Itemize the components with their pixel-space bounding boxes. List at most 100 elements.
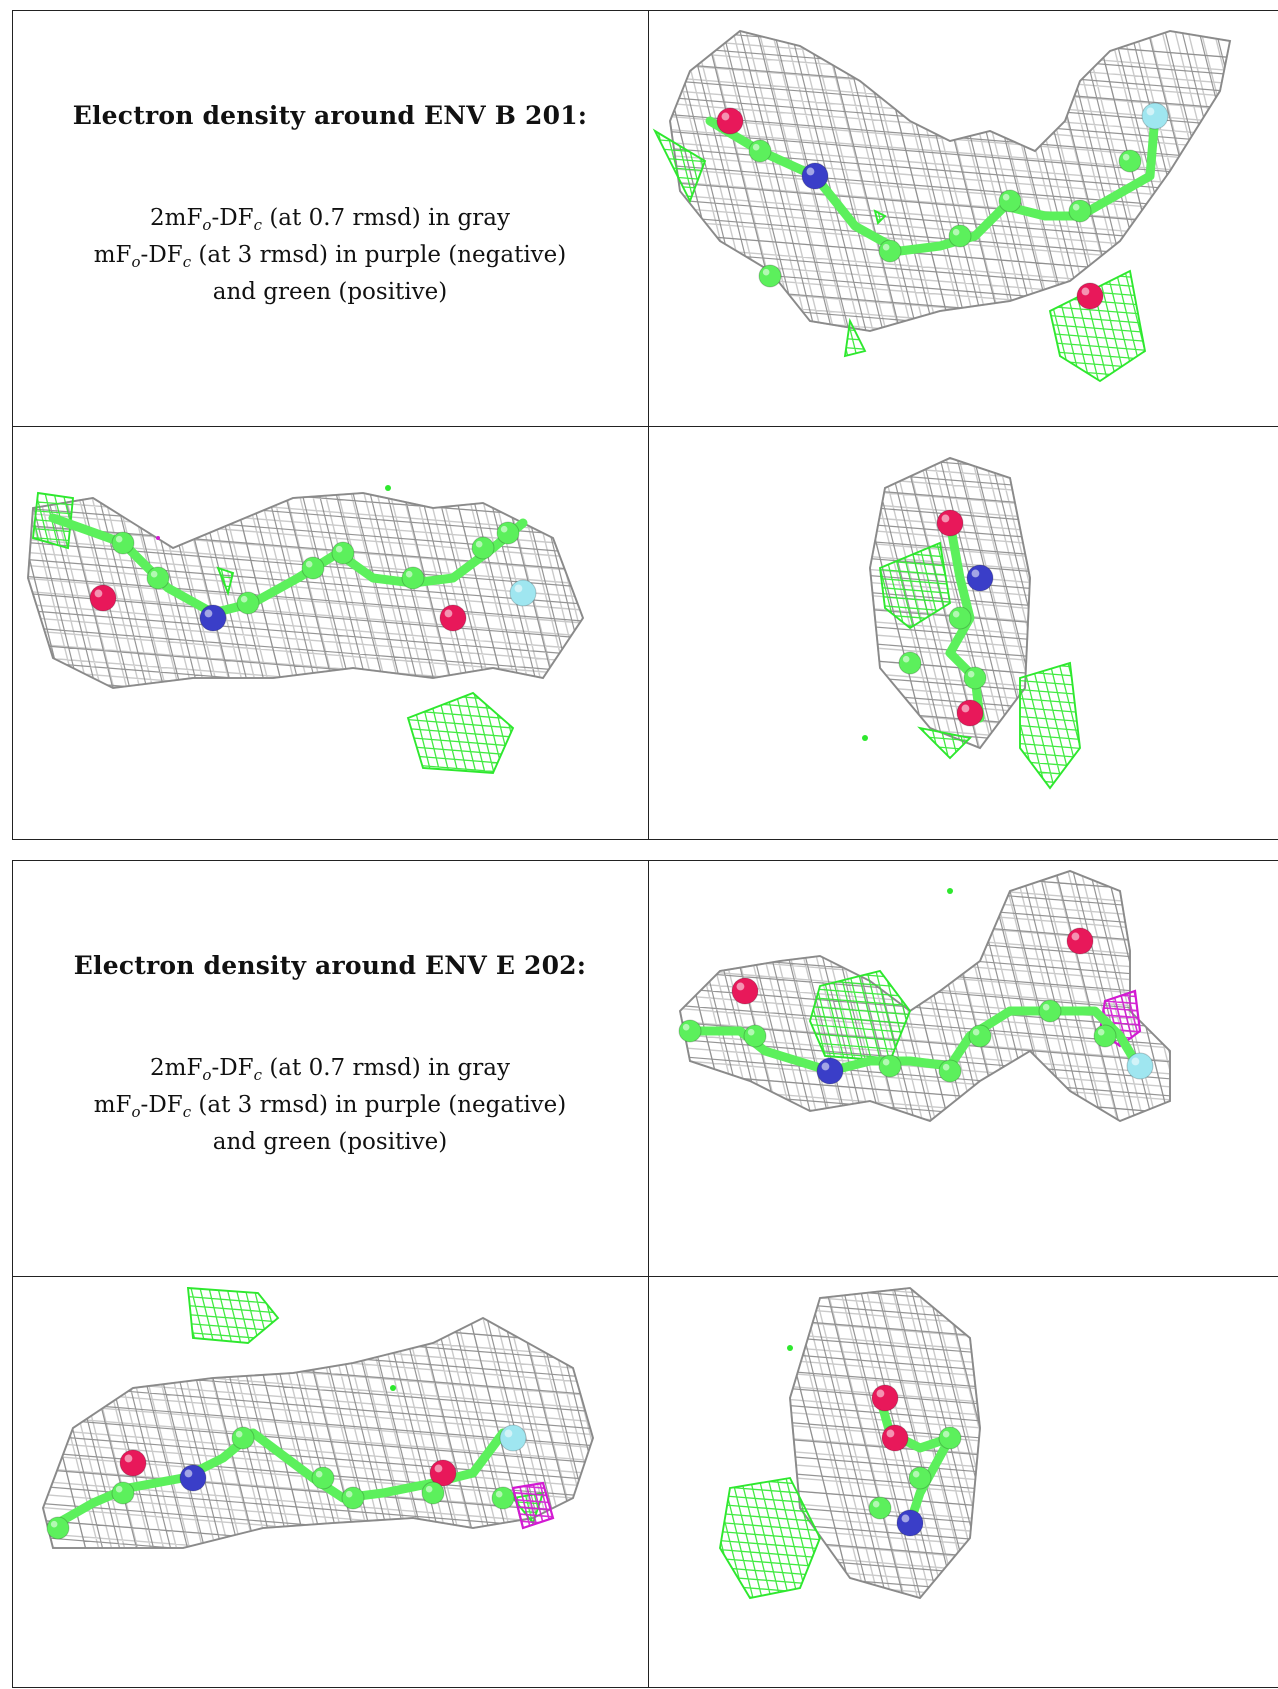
atom-c xyxy=(311,1466,335,1490)
atom-f xyxy=(1126,1052,1154,1080)
panel-heading: Electron density around ENV E 202: xyxy=(73,951,587,980)
atom-c xyxy=(401,566,425,590)
density-mesh-gray-lines xyxy=(28,493,583,688)
atom-highlight xyxy=(1071,932,1080,941)
atom-c xyxy=(111,531,135,555)
atom-highlight xyxy=(50,1520,58,1528)
atom-c xyxy=(46,1516,70,1540)
description-line-colors: and green (positive) xyxy=(212,279,448,305)
atom-n xyxy=(966,564,994,592)
positive-density-mesh-outline xyxy=(406,691,515,774)
atom-c xyxy=(1038,999,1062,1023)
atom-o xyxy=(716,107,744,135)
atom-highlight xyxy=(115,1485,123,1493)
atom-highlight xyxy=(204,609,213,618)
description-line-colors: and green (positive) xyxy=(212,1129,448,1155)
density-mesh-gray-outline xyxy=(789,1287,981,1600)
atom-highlight xyxy=(184,1469,193,1478)
atom-highlight xyxy=(240,595,248,603)
atom-highlight xyxy=(1146,107,1155,116)
atom-c xyxy=(948,606,972,630)
positive-density-mesh xyxy=(408,693,513,773)
caption-cell: Electron density around ENV E 202: 2mFo-… xyxy=(13,861,647,1276)
density-view-top-right xyxy=(650,861,1278,1276)
panel-heading: Electron density around ENV B 201: xyxy=(72,101,588,130)
description-line-2mfo: 2mFo-DFc (at 0.7 rmsd) in gray xyxy=(150,205,510,234)
atom-c xyxy=(678,1019,702,1043)
atom-highlight xyxy=(1122,153,1130,161)
density-view-bottom-right xyxy=(650,428,1278,839)
atom-c xyxy=(908,1466,932,1490)
atom-f xyxy=(509,579,537,607)
atom-c xyxy=(496,521,520,545)
positive-density-mesh-outline xyxy=(652,128,707,204)
atom-c xyxy=(748,139,772,163)
positive-density-speck xyxy=(862,735,868,741)
atom-highlight xyxy=(952,610,960,618)
atom-highlight xyxy=(1097,1028,1105,1036)
atom-c xyxy=(743,1024,767,1048)
positive-density-speck xyxy=(947,888,953,894)
atom-highlight xyxy=(495,1490,503,1498)
atom-n xyxy=(179,1464,207,1492)
atom-highlight xyxy=(305,560,313,568)
atom-o xyxy=(89,584,117,612)
atom-f xyxy=(1141,102,1169,130)
atom-highlight xyxy=(912,1470,920,1478)
row-divider xyxy=(13,1276,1278,1277)
atom-highlight xyxy=(882,243,890,251)
atom-n xyxy=(801,162,829,190)
density-view-bottom-left xyxy=(13,428,647,839)
atom-highlight xyxy=(872,1500,880,1508)
negative-density-mesh-outline xyxy=(511,1481,555,1530)
positive-density-speck xyxy=(385,485,391,491)
atom-c xyxy=(758,264,782,288)
description-line-mfo: mFo-DFc (at 3 rmsd) in purple (negative) xyxy=(93,242,567,271)
atom-highlight xyxy=(747,1028,755,1036)
atom-highlight xyxy=(94,589,103,598)
atom-o xyxy=(871,1384,899,1412)
negative-density-speck xyxy=(156,536,160,540)
density-view-bottom-left xyxy=(13,1278,647,1689)
positive-density-mesh-outline xyxy=(1019,661,1081,790)
atom-c xyxy=(968,1024,992,1048)
atom-highlight xyxy=(1131,1057,1140,1066)
atom-highlight xyxy=(886,1429,895,1438)
column-divider xyxy=(648,861,649,1687)
density-mesh-light-lines xyxy=(670,31,1230,331)
atom-c xyxy=(938,1059,962,1083)
atom-o xyxy=(881,1424,909,1452)
atom-highlight xyxy=(335,545,343,553)
atom-c xyxy=(146,566,170,590)
density-mesh-gray xyxy=(680,871,1170,1121)
atom-o xyxy=(1066,927,1094,955)
positive-density-mesh-outline xyxy=(1048,269,1147,383)
atom-c xyxy=(1118,149,1142,173)
description-line-mfo: mFo-DFc (at 3 rmsd) in purple (negative) xyxy=(93,1092,567,1121)
description-line-2mfo: 2mFo-DFc (at 0.7 rmsd) in gray xyxy=(150,1055,510,1084)
atom-highlight xyxy=(500,525,508,533)
atom-o xyxy=(731,977,759,1005)
atom-highlight xyxy=(821,1062,830,1071)
atom-highlight xyxy=(961,704,970,713)
atom-highlight xyxy=(967,670,975,678)
density-mesh-light-lines xyxy=(680,871,1170,1121)
atom-c xyxy=(998,189,1022,213)
atom-c xyxy=(963,666,987,690)
positive-density-speck xyxy=(390,1385,396,1391)
density-mesh-gray xyxy=(28,493,583,688)
atom-c xyxy=(341,1486,365,1510)
atom-o xyxy=(936,509,964,537)
atom-highlight xyxy=(405,570,413,578)
density-map-image xyxy=(862,456,1081,790)
atom-c xyxy=(1093,1024,1117,1048)
positive-density-mesh-outline xyxy=(216,566,235,597)
positive-density-mesh-outline xyxy=(719,1476,822,1600)
atom-highlight xyxy=(762,268,770,276)
density-mesh-gray-outline xyxy=(27,492,585,689)
atom-c xyxy=(491,1486,515,1510)
atom-highlight xyxy=(504,1429,513,1438)
density-view-bottom-right xyxy=(650,1278,1278,1689)
atom-highlight xyxy=(876,1389,885,1398)
atom-highlight xyxy=(901,1514,910,1523)
